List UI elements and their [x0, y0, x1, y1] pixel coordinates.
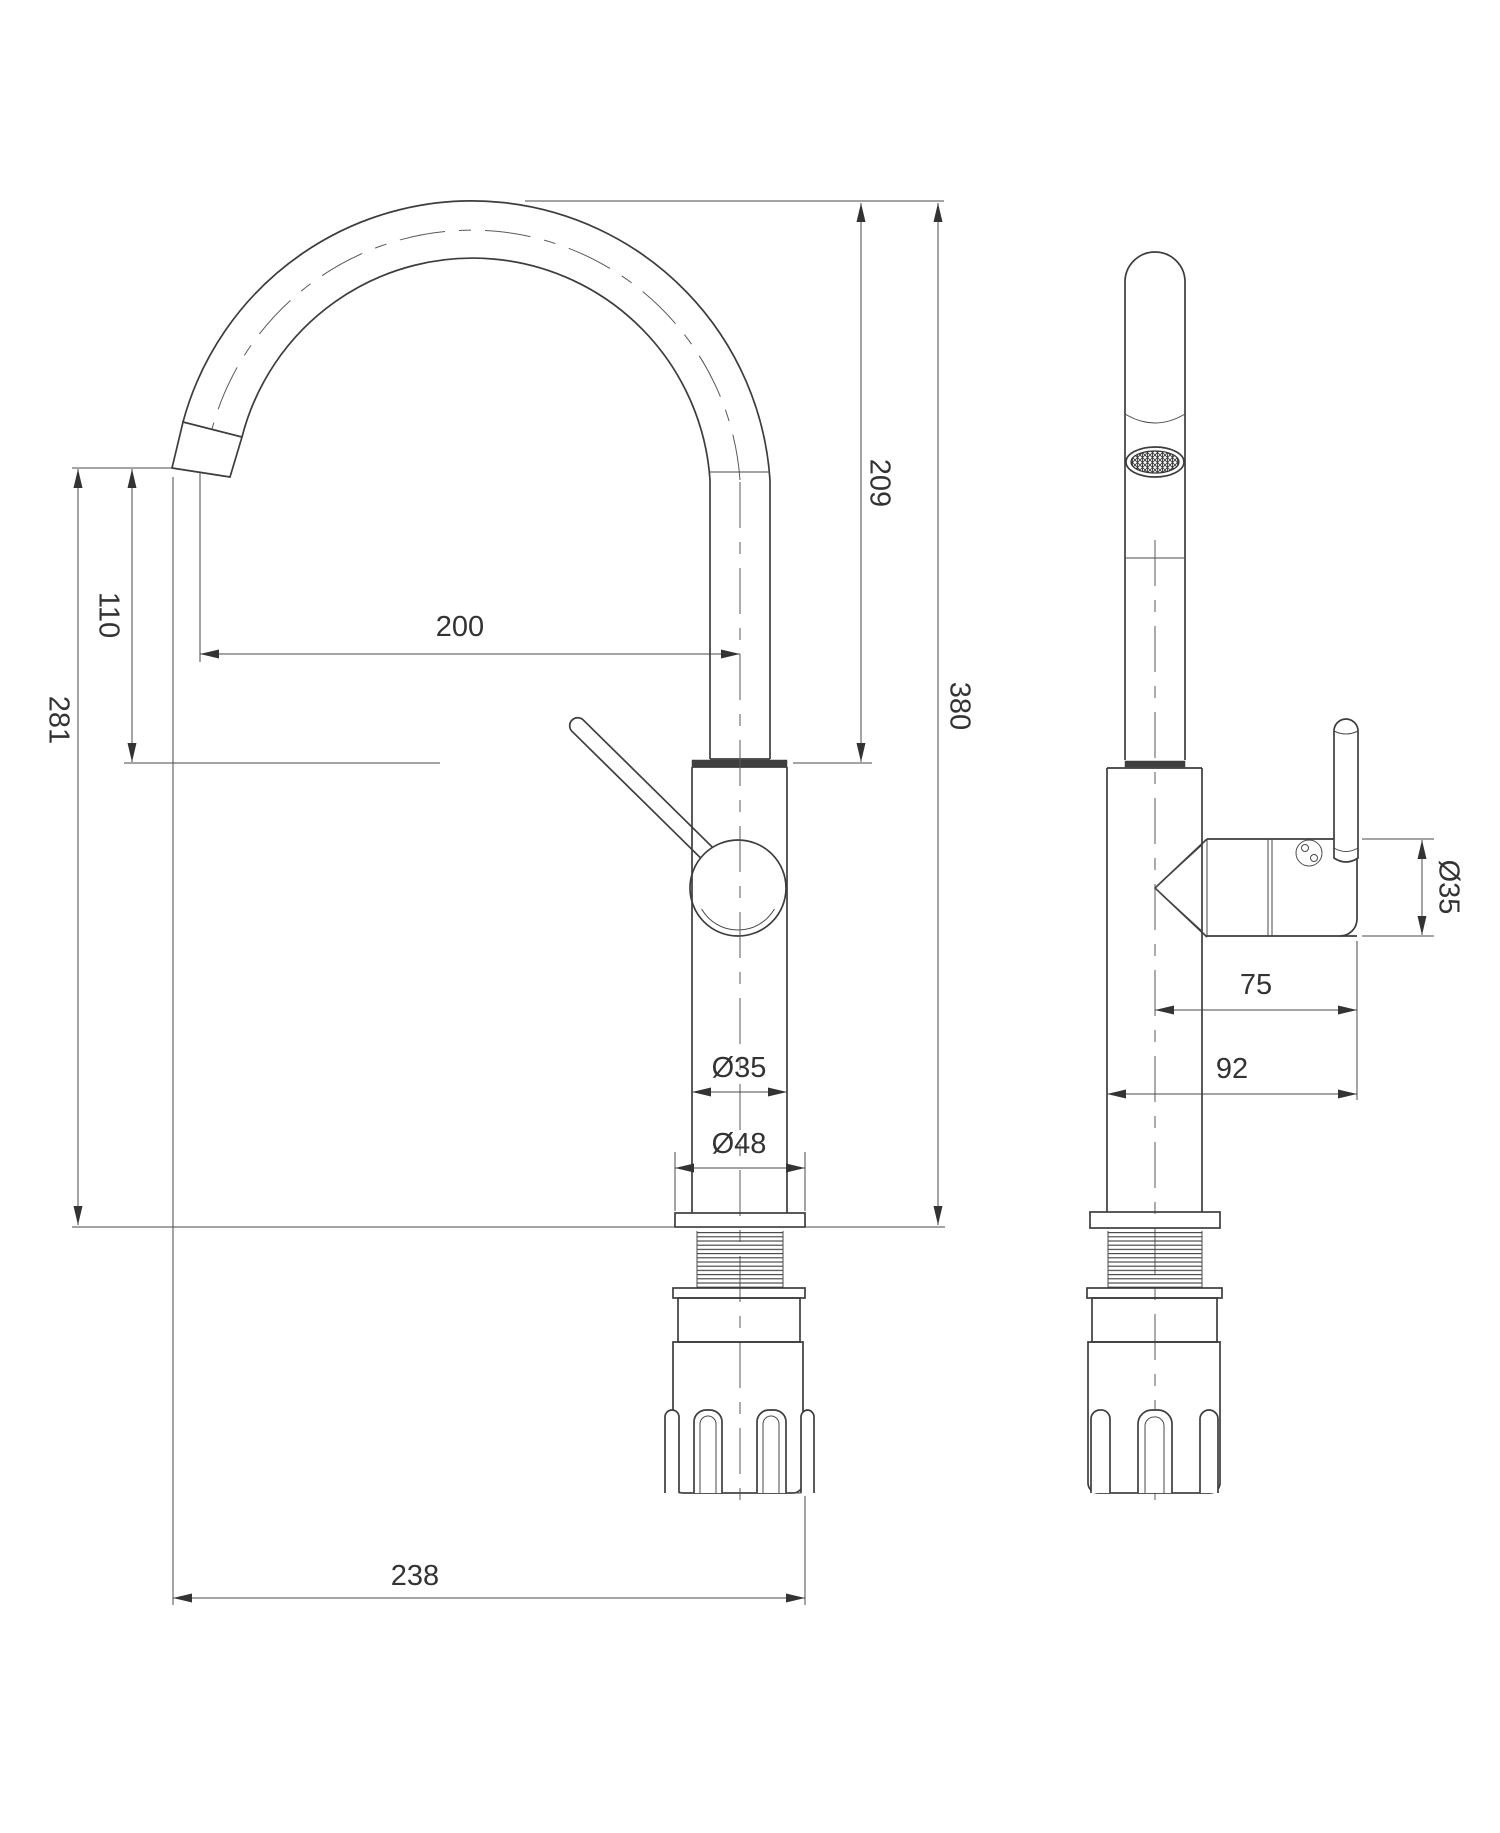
threaded-shank-edges — [696, 1231, 784, 1288]
aerator-ring — [1125, 446, 1185, 478]
side-mounting-collar — [1124, 760, 1186, 768]
side-threaded-shank-edges — [1107, 1231, 1203, 1288]
side-faucet-body — [1106, 767, 1203, 1212]
dimension-92: 92 — [1107, 1053, 1357, 1099]
cartridge-circle — [689, 839, 787, 937]
side-handle-lever — [1333, 718, 1359, 863]
dimension-209: 209 — [856, 203, 895, 762]
dim-label-92: 92 — [1216, 1053, 1248, 1085]
dimensions: 209 380 110 281 200 Ø35 Ø4 — [42, 200, 1464, 1605]
extension-lines-housing — [1362, 838, 1434, 937]
threaded-shank — [697, 1231, 783, 1288]
aerator-mesh — [1130, 450, 1180, 474]
handle-lever — [568, 716, 719, 865]
dim-label-dia48: Ø48 — [712, 1128, 767, 1160]
dim-label-dia35-side: Ø35 — [1432, 860, 1464, 915]
side-spout-pipe — [1124, 251, 1186, 760]
spout-inner-arc — [241, 257, 711, 481]
dimension-238: 238 — [173, 1560, 805, 1603]
dimension-dia35-front: Ø35 — [692, 1052, 787, 1097]
spout-nozzle — [170, 420, 244, 478]
spout-centerline-arc — [211, 229, 741, 481]
dimension-200: 200 — [200, 611, 740, 659]
dim-label-200: 200 — [436, 611, 484, 643]
dimension-dia48: Ø48 — [675, 1128, 805, 1173]
dimension-75: 75 — [1155, 969, 1357, 1015]
dimension-281: 281 — [42, 469, 83, 1225]
dim-label-110: 110 — [92, 592, 124, 638]
dim-label-380: 380 — [943, 682, 975, 730]
cartridge-inner-arc — [701, 908, 775, 931]
dimension-dia35-side: Ø35 — [1417, 840, 1464, 935]
side-threaded-shank — [1108, 1231, 1202, 1288]
side-locknut-ribs — [1090, 1409, 1219, 1494]
dimension-110: 110 — [92, 469, 137, 762]
side-spout-joint-curve — [1124, 413, 1186, 424]
dim-label-238: 238 — [391, 1560, 439, 1592]
dim-label-75: 75 — [1240, 969, 1272, 1001]
dim-label-281: 281 — [42, 696, 74, 744]
locknut-ribs — [664, 1409, 815, 1494]
spout-outer-arc — [182, 200, 771, 481]
dimension-380: 380 — [933, 203, 975, 1225]
dim-label-dia35-front: Ø35 — [712, 1052, 767, 1084]
screw-detail — [1295, 839, 1323, 867]
extension-lines-flange — [674, 1152, 806, 1211]
side-deck-flange — [1089, 1211, 1221, 1229]
front-view — [72, 200, 945, 1500]
side-view — [1086, 251, 1359, 1500]
dim-label-209: 209 — [863, 459, 895, 507]
